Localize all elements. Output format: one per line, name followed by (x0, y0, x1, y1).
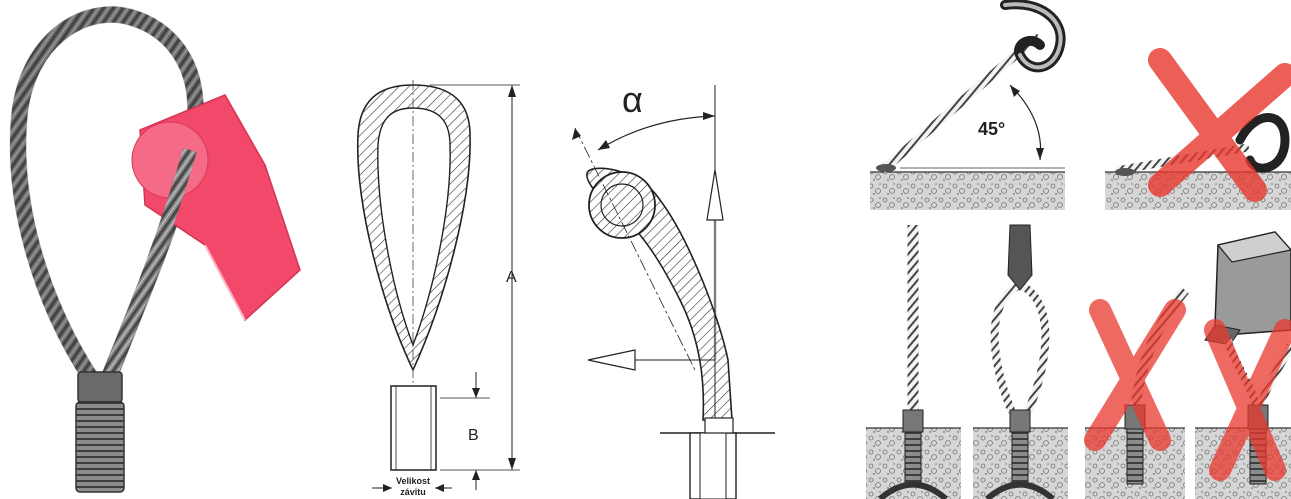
dimension-a-label: A (506, 269, 517, 286)
usage-guide-panel: 45° (866, 0, 1291, 499)
wrong-flat-lift (1105, 48, 1291, 210)
thread-size-label-line2: závitu (400, 487, 426, 497)
product-photo-panel (9, 5, 301, 493)
correct-angle-lift: 45° (870, 0, 1066, 210)
threaded-stud (75, 401, 125, 493)
error-cross-icon (1148, 48, 1291, 202)
dimension-b-label: B (468, 427, 479, 444)
angle-drawing-panel: α (572, 79, 775, 499)
dimension-drawing-panel: A B Velikost závitu (356, 80, 520, 497)
angle-alpha-label: α (622, 79, 643, 120)
wrong-edge-load (1195, 231, 1291, 499)
angle-45-label: 45° (978, 119, 1005, 139)
wrong-bent-cable (1084, 286, 1189, 499)
cross-section-circle (588, 171, 656, 239)
ferrule (77, 371, 123, 403)
error-cross-icon (1204, 319, 1291, 481)
error-cross-icon (1084, 299, 1186, 451)
loop-cable-installed (973, 224, 1068, 499)
straight-cable-installed (866, 225, 961, 499)
thread-size-label-line1: Velikost (396, 476, 430, 486)
pink-tag (131, 94, 301, 322)
